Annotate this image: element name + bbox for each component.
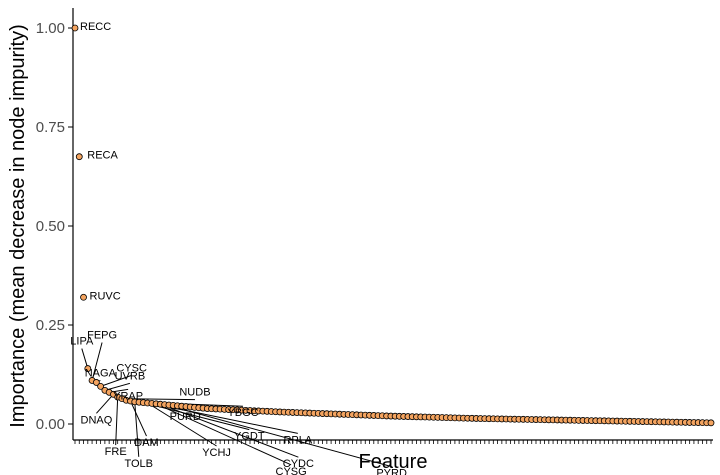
leader-line [96, 393, 114, 414]
leader-line [115, 397, 119, 446]
y-tick-label: 0.75 [36, 119, 65, 136]
data-point [75, 153, 83, 161]
point-label: YBGC [227, 407, 258, 419]
leader-line [147, 402, 217, 447]
y-axis-ticks: 0.00 0.25 0.50 0.75 1.00 [36, 20, 73, 433]
data-point [92, 379, 100, 386]
leader-line [100, 374, 132, 387]
point-label: FEPG [87, 329, 117, 341]
y-axis-title: Importance (mean decrease in node impuri… [7, 24, 29, 428]
point-label: UVRB [115, 370, 146, 382]
leader-line [164, 404, 392, 468]
data-point [707, 419, 715, 427]
point-label: PYRD [376, 468, 407, 475]
data-points [71, 24, 715, 427]
x-axis-ticks [74, 440, 712, 444]
point-label: NAGA [85, 367, 117, 379]
label-leader-lines [81, 342, 392, 468]
data-point [71, 24, 79, 32]
point-label: FRE [105, 446, 127, 458]
leader-line [134, 401, 140, 457]
point-label: YGDT [234, 431, 265, 443]
y-tick-label: 0.50 [36, 218, 65, 235]
point-label: NUDB [179, 387, 210, 399]
x-axis-title: Feature [359, 451, 428, 473]
leader-line [81, 348, 89, 369]
point-label: RPLA [283, 434, 312, 446]
y-tick-label: 0.00 [36, 416, 65, 433]
y-tick-label: 1.00 [36, 20, 65, 37]
point-label: YCHJ [202, 447, 231, 459]
point-label: RECC [80, 21, 111, 33]
point-label: CYSC [116, 362, 147, 374]
point-label: DAM [134, 437, 158, 449]
point-label: DNAQ [81, 414, 113, 426]
point-label: LIPA [70, 336, 94, 348]
leader-line [130, 400, 147, 437]
data-point [97, 382, 105, 390]
leader-line [160, 403, 299, 458]
data-point [84, 365, 92, 372]
point-label: YRAP [113, 390, 143, 402]
data-point [80, 293, 87, 301]
leader-line [91, 342, 103, 381]
point-label: PURD [170, 411, 201, 423]
leader-line [155, 403, 292, 466]
point-label: CYDC [283, 458, 314, 470]
point-label: TOLB [124, 458, 153, 470]
point-label: RECA [87, 150, 118, 162]
point-label: RUVC [90, 290, 121, 302]
point-label: CYSG [276, 466, 307, 475]
y-tick-label: 0.25 [36, 317, 65, 334]
